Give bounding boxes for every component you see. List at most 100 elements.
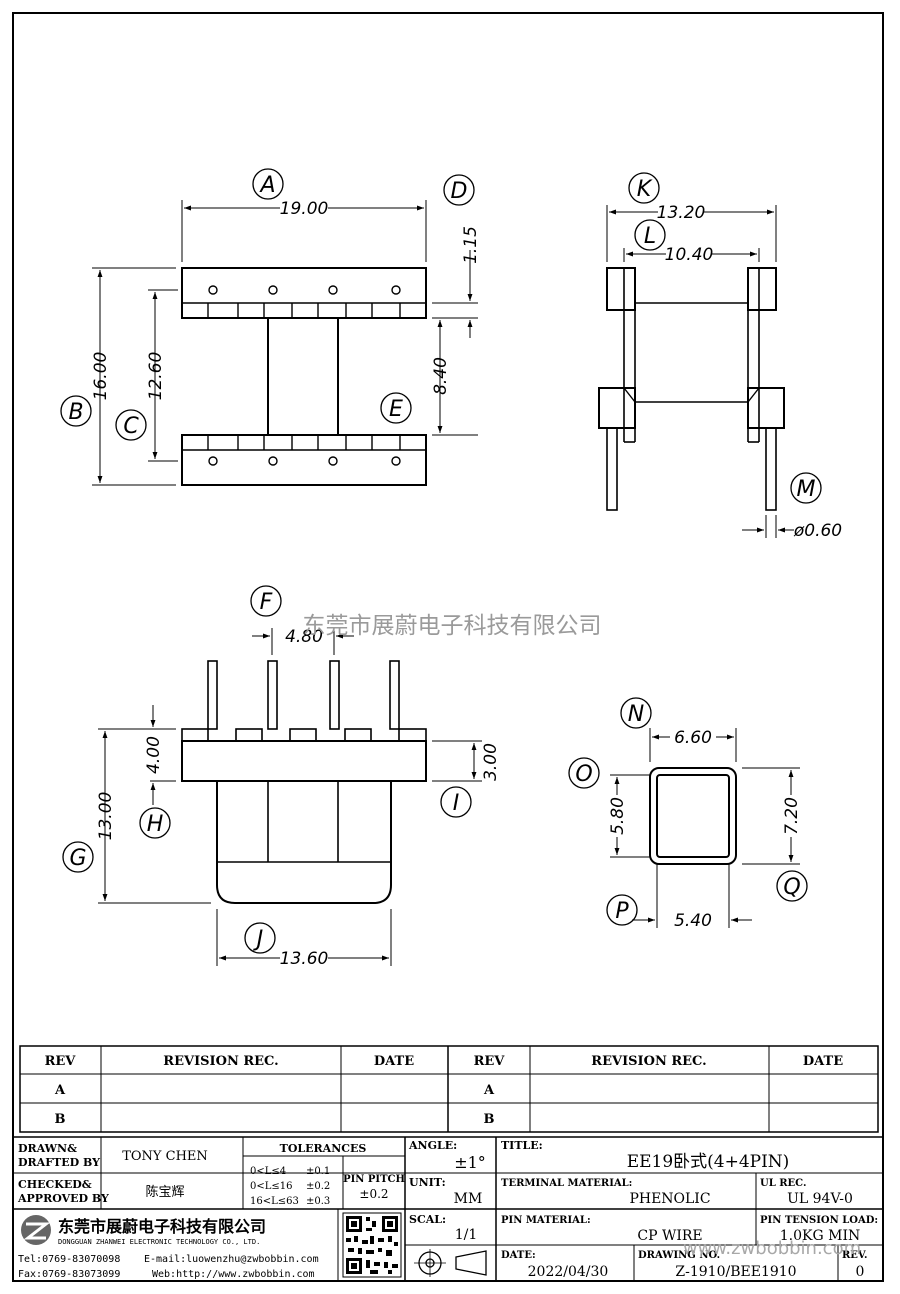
label-B: B [68,400,83,425]
pin-tension-label: PIN TENSION LOAD: [760,1215,878,1226]
dim-Q-value: 7.20 [782,797,802,835]
label-G: G [69,846,86,871]
front-view [98,628,482,966]
dim-H-value: 4.00 [144,736,164,774]
rev-row-b-2: B [484,1112,495,1127]
label-H: H [147,812,164,837]
checked-label-2: APPROVED BY [17,1192,109,1205]
dimension-values: 19.00 1.15 8.40 16.00 12.60 13.20 10.40 … [91,199,842,969]
label-K: K [637,177,653,202]
drawing-no-label: DRAWING NO. [638,1250,720,1261]
drawing-no-value: Z-1910/BEE1910 [675,1264,796,1280]
company-logo-icon [21,1215,51,1245]
rev-row-b: B [55,1112,66,1127]
tol-2-value: ±0.2 [306,1181,330,1192]
checked-value: 陈宝辉 [145,1184,184,1200]
rev-value: 0 [856,1264,865,1280]
label-D: D [451,179,468,204]
label-J: J [253,927,264,952]
pin-pitch-label: PIN PITCH [343,1174,405,1185]
rev-header-2: REV [474,1054,506,1069]
rev-label: REV. [842,1250,867,1261]
dim-D-value: 1.15 [461,226,481,264]
company-web: Web:http://www.zwbobbin.com [152,1269,315,1280]
bottom-flange [181,434,427,486]
dim-M-value: ø0.60 [793,521,842,541]
dim-F-value: 4.80 [285,627,323,647]
revision-rec-header-2: REVISION REC. [591,1054,706,1069]
tolerances-label: TOLERANCES [280,1142,367,1155]
label-balloons [60,168,822,954]
pin-tension-value: 1.0KG MIN [780,1228,860,1244]
rev-row-a-2: A [483,1083,495,1098]
revision-rec-header: REVISION REC. [163,1054,278,1069]
title-label: TITLE: [501,1139,543,1152]
label-N: N [628,702,644,727]
pin-material-value: CP WIRE [637,1228,702,1244]
core-hole-view [610,728,800,928]
company-name-cn: 东莞市展蔚电子科技有限公司 [58,1217,266,1236]
unit-value: MM [454,1191,483,1207]
dim-O-value: 5.80 [608,797,628,835]
dim-K-value: 13.20 [657,203,706,223]
web-watermark: www.zwbobbin.com [683,1238,861,1259]
top-view [92,200,478,486]
company-watermark: 东莞市展蔚电子科技有限公司 [303,613,602,639]
label-A: A [258,173,275,198]
angle-label: ANGLE: [408,1139,457,1152]
revision-table: REV REVISION REC. DATE REV REVISION REC.… [19,1045,879,1133]
tol-3-value: ±0.3 [306,1196,330,1207]
dim-G-value: 13.00 [96,792,116,841]
dim-P-value: 5.40 [674,911,712,931]
terminal-material-label: TERMINAL MATERIAL: [501,1178,632,1189]
dim-E-value: 8.40 [431,357,451,395]
company-fax: Fax:0769-83073099 [18,1269,120,1280]
tol-3-range: 16<L≤63 [250,1196,299,1207]
dim-J-value: 13.60 [280,949,329,969]
ul-rec-label: UL REC. [760,1178,806,1189]
qr-code [342,1212,402,1278]
label-L: L [644,224,656,249]
label-I: I [453,791,460,816]
date-label: DATE: [501,1250,536,1261]
top-flange [181,267,427,319]
angle-value: ±1° [454,1153,486,1172]
title-block: DRAWN& DRAFTED BY TONY CHEN CHECKED& APP… [12,1136,884,1282]
label-P: P [615,899,629,924]
label-Q: Q [783,875,800,900]
checked-label-1: CHECKED& [18,1178,92,1191]
rev-row-a: A [54,1083,66,1098]
rev-header: REV [45,1054,77,1069]
date-header: DATE [374,1054,414,1069]
drawn-label-1: DRAWN& [18,1142,77,1155]
dim-B-value: 16.00 [91,352,111,401]
ul-rec-value: UL 94V-0 [787,1191,853,1207]
label-C: C [123,414,139,439]
label-E: E [389,397,403,422]
part-title: EE19卧式(4+4PIN) [627,1152,790,1172]
label-O: O [575,762,592,787]
tol-2-range: 0<L≤16 [250,1181,293,1192]
dim-C-value: 12.60 [146,352,166,401]
dim-L-value: 10.40 [665,245,714,265]
balloon-letters: A D B C E F G H I J K L M N O P Q [68,173,815,952]
side-view [598,205,794,538]
tol-1-range: 0<L≤4 [250,1166,286,1177]
dim-A-value: 19.00 [280,199,329,219]
pin-material-label: PIN MATERIAL: [501,1215,591,1226]
unit-label: UNIT: [409,1176,446,1189]
tol-1-value: ±0.1 [306,1166,330,1177]
company-tel: Tel:0769-83070098 [18,1254,120,1265]
scale-value: 1/1 [455,1227,478,1243]
company-name-en: DONGGUAN ZHANWEI ELECTRONIC TECHNOLOGY C… [58,1238,260,1246]
pin-pitch-value: ±0.2 [359,1187,388,1201]
label-M: M [797,477,816,502]
company-email: E-mail:luowenzhu@zwbobbin.com [144,1254,319,1265]
third-angle-projection-icon [414,1249,487,1277]
label-F: F [260,590,273,615]
terminal-material-value: PHENOLIC [629,1191,710,1207]
date-value: 2022/04/30 [528,1264,609,1280]
date-header-2: DATE [803,1054,843,1069]
dim-I-value: 3.00 [481,743,501,781]
